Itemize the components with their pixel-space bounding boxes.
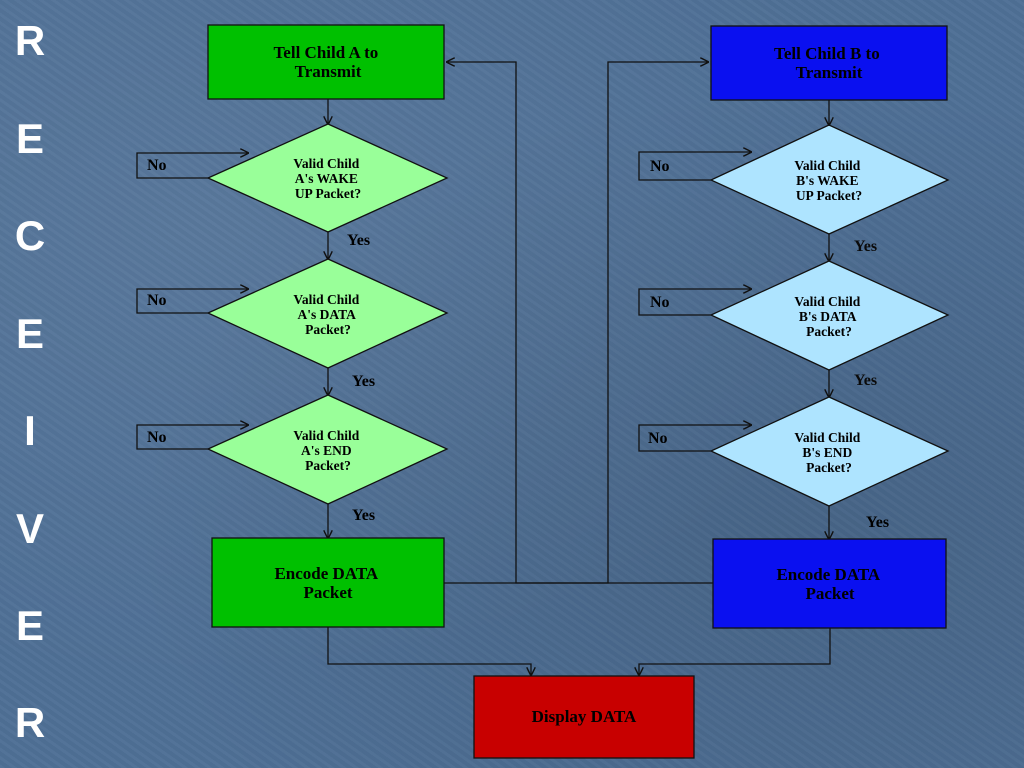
no-loop [136, 425, 248, 450]
decision-end-a [206, 394, 449, 505]
connectors [136, 62, 831, 675]
yes-label: Yes [866, 514, 889, 531]
side-letter: V [15, 505, 44, 552]
start-box-a [207, 24, 445, 100]
decision-data-a-label: Valid Child A's DATA Packet? [293, 292, 362, 337]
no-label: No [650, 294, 670, 311]
start-box-a-label: Tell Child A to Transmit [274, 43, 383, 81]
no-loop [638, 152, 751, 181]
no-label: No [147, 292, 167, 309]
decision-data-a [206, 258, 449, 369]
encode-box-b [712, 538, 947, 629]
connector-b-to-display [639, 628, 831, 675]
yes-label: Yes [347, 232, 370, 249]
decision-wake-a [206, 123, 449, 233]
yes-label: Yes [352, 373, 375, 390]
connector-a-to-b [444, 62, 708, 584]
encode-box-a [211, 537, 445, 628]
start-box-b-label: Tell Child B to Transmit [774, 44, 884, 82]
decision-wake-b-label: Valid Child B's WAKE UP Packet? [794, 158, 863, 203]
no-loop [638, 425, 751, 452]
start-box-b [710, 25, 948, 101]
no-loop [136, 153, 248, 179]
side-letter: I [24, 407, 36, 454]
decision-end-a-label: Valid Child A's END Packet? [293, 428, 362, 473]
yes-label: Yes [352, 507, 375, 524]
decision-wake-a-label: Valid Child A's WAKE UP Packet? [293, 156, 362, 201]
decision-data-b [709, 260, 950, 371]
side-letter: R [14, 17, 46, 64]
connector-b-to-a [447, 62, 713, 584]
no-label: No [147, 429, 167, 446]
encode-box-b-label: Encode DATA Packet [776, 565, 883, 603]
decision-end-b-label: Valid Child B's END Packet? [794, 430, 863, 475]
no-label: No [147, 157, 167, 174]
yes-label: Yes [854, 372, 877, 389]
decision-end-b [709, 396, 950, 507]
no-loop [638, 289, 751, 316]
side-letter: E [15, 602, 44, 649]
yes-label: Yes [854, 238, 877, 255]
no-label: No [650, 158, 670, 175]
side-letter: R [14, 699, 46, 746]
side-letter: E [15, 310, 44, 357]
display-box [473, 675, 695, 759]
no-loop [136, 289, 248, 314]
side-letter: E [15, 115, 44, 162]
decision-wake-b [709, 124, 950, 235]
side-letter: C [14, 212, 46, 259]
decision-data-b-label: Valid Child B's DATA Packet? [794, 294, 863, 339]
connector-a-to-display [327, 627, 531, 675]
encode-box-a-label: Encode DATA Packet [274, 564, 381, 602]
no-label: No [648, 430, 668, 447]
display-box-label: Display DATA [532, 707, 637, 726]
